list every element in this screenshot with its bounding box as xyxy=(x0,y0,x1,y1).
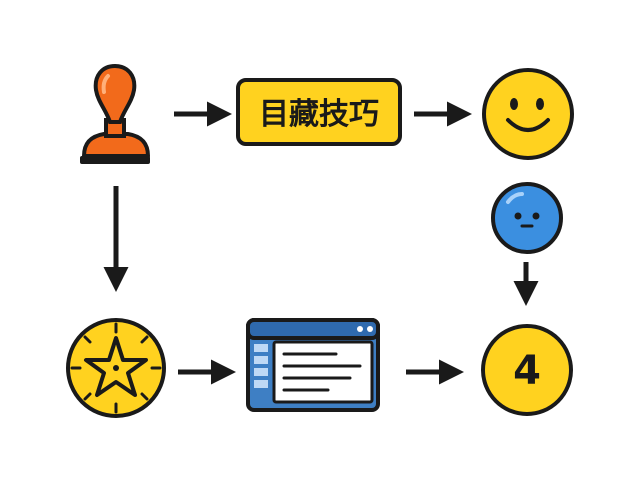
label-box-text: 目藏技巧 xyxy=(259,97,379,132)
blue-face-icon xyxy=(491,182,563,254)
rubber-stamp-icon xyxy=(80,63,150,164)
app-window-icon xyxy=(246,318,380,412)
number-badge-text: 4 xyxy=(513,348,541,394)
label-box: 目藏技巧 xyxy=(236,78,402,146)
arrows xyxy=(103,101,539,385)
number-badge: 4 xyxy=(481,324,573,416)
smiley-face-icon xyxy=(482,68,574,160)
star-compass-icon xyxy=(66,318,166,418)
